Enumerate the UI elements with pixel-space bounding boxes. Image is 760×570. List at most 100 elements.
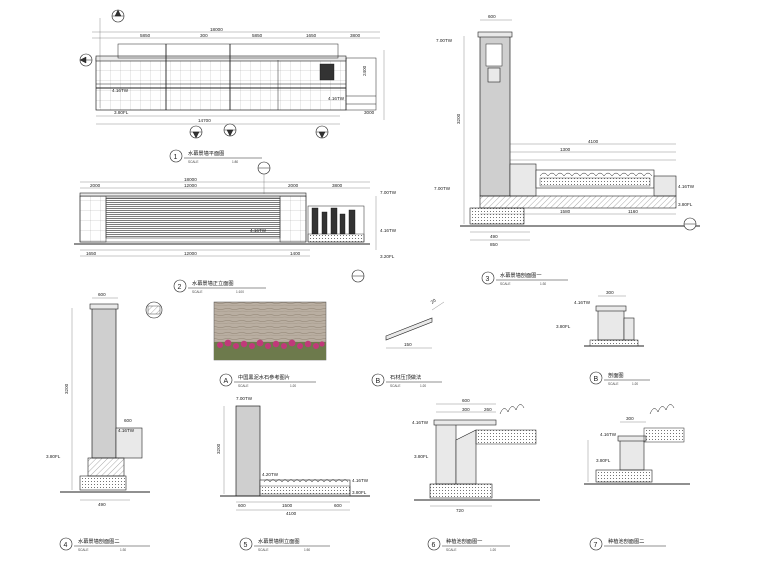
svg-text:1:100: 1:100 <box>236 290 244 294</box>
section-mark-top[interactable] <box>111 9 125 23</box>
elev-dim-2000a: 2000 <box>90 183 101 188</box>
title-view-5: 5 水幕景墙侧立面图 SCALE 1:50 <box>239 537 330 552</box>
plant1-el-fl: 3.80FL <box>414 454 429 459</box>
section-mark-sec1[interactable] <box>683 217 697 231</box>
elev-el-mid-2: 4.16TW <box>250 228 267 233</box>
svg-text:SCALE: SCALE <box>192 290 202 294</box>
svg-text:SCALE: SCALE <box>500 282 510 286</box>
svg-text:水幕景墙平面图: 水幕景墙平面图 <box>188 149 224 157</box>
elev-dim-12000: 12000 <box>184 183 197 188</box>
plant1-dim-720: 720 <box>456 508 464 513</box>
side-el-top: 7.00TW <box>236 396 253 401</box>
plant1-dim-300: 300 <box>462 407 470 412</box>
plant2-dim-300: 300 <box>626 416 634 421</box>
title-view-6: 6 种植池剖面图一 SCALE 1:20 <box>427 537 510 552</box>
side-dim-3200: 3200 <box>216 443 221 454</box>
sec2-dim-490: 490 <box>98 502 106 507</box>
svg-text:SCALE: SCALE <box>238 384 248 388</box>
svg-text:SCALE: SCALE <box>446 548 456 552</box>
svg-text:水幕景墙剖面图一: 水幕景墙剖面图一 <box>500 271 542 279</box>
elev-dim-3800: 3800 <box>332 183 343 188</box>
svg-text:SCALE: SCALE <box>258 548 268 552</box>
view-side-elevation: 7.00TW 3200 600 1500 600 4100 4.20TW 4.1… <box>216 396 370 552</box>
side-dim-1500: 1500 <box>282 503 293 508</box>
svg-text:种植池剖面图一: 种植池剖面图一 <box>446 537 482 545</box>
view-plan: 18000 5850 300 5850 1650 3800 14700 2400… <box>79 9 385 164</box>
svg-text:A: A <box>224 378 229 385</box>
svg-text:1:20: 1:20 <box>420 384 426 388</box>
title-view-1: 1 水幕景墙平面图 SCALE 1:80 <box>169 149 262 164</box>
elev-el-top: 7.00TW <box>380 190 397 195</box>
plant2-el-fl: 3.80FL <box>596 458 611 463</box>
svg-text:石材压顶做法: 石材压顶做法 <box>390 373 421 381</box>
view-planter-section-2: 300 4.16TW 3.80FL 7 种植池剖面图二 <box>584 404 690 551</box>
svg-text:1:20: 1:20 <box>632 382 638 386</box>
svg-text:剖面图: 剖面图 <box>608 371 624 379</box>
plan-dim-3000: 3000 <box>364 110 375 115</box>
svg-text:1:30: 1:30 <box>120 548 126 552</box>
plant1-el-top: 4.16TW <box>412 420 429 425</box>
sec2-el-mid: 4.16TW <box>118 428 135 433</box>
title-view-B1: B 石材压顶做法 SCALE 1:20 <box>371 373 442 388</box>
sec1-dim-850: 850 <box>490 242 498 247</box>
coping-dim-20: 20 <box>430 298 437 305</box>
svg-text:SCALE: SCALE <box>390 384 400 388</box>
view-section-b: 300 4.16TW 3.80FL B 剖面图 SCALE 1:20 <box>556 290 650 386</box>
svg-text:1:20: 1:20 <box>290 384 296 388</box>
planting-1 <box>539 172 653 177</box>
elev-dim-1400: 1400 <box>290 251 301 256</box>
plan-el-1: 4.16TW <box>328 96 345 101</box>
elev-dim-total: 18000 <box>184 177 197 182</box>
section-mark-left[interactable] <box>79 53 93 67</box>
coping-dim-150: 150 <box>404 342 412 347</box>
plant1-dim-top: 600 <box>462 398 470 403</box>
sectB-el-top: 4.16TW <box>574 300 591 305</box>
svg-text:1:80: 1:80 <box>232 160 238 164</box>
sec1-el-r: 4.16TW <box>678 184 695 189</box>
plan-dim-2400: 2400 <box>362 65 367 76</box>
sec1-dim-top: 600 <box>488 14 496 19</box>
plan-dim-total: 18000 <box>210 27 223 32</box>
side-dim-600a: 600 <box>238 503 246 508</box>
section-mark-elev-top[interactable] <box>257 161 271 194</box>
side-el-mid: 4.20TW <box>262 472 279 477</box>
section-mark-elev-right[interactable] <box>351 269 365 283</box>
title-view-7: 7 种植池剖面图二 <box>589 537 666 551</box>
sectB-dim-300: 300 <box>606 290 614 295</box>
section-mark-right[interactable] <box>315 125 329 139</box>
planting-side <box>263 479 349 483</box>
waterfall-feature <box>307 205 365 243</box>
side-dim-600b: 600 <box>334 503 342 508</box>
svg-text:种植池剖面图二: 种植池剖面图二 <box>608 537 644 545</box>
plan-el-1b: 4.16TW <box>112 88 129 93</box>
water-curtain <box>105 197 281 239</box>
view-coping-detail: 150 20 B 石材压顶做法 SCALE 1:20 <box>371 298 445 388</box>
elev-dim-2000b: 2000 <box>288 183 299 188</box>
sec1-el-fl: 3.80FL <box>678 202 693 207</box>
svg-text:水幕景墙正立面图: 水幕景墙正立面图 <box>192 279 234 287</box>
plan-dim-14700: 14700 <box>198 118 211 123</box>
shrub-2 <box>649 404 675 415</box>
section-mark-bottom-2[interactable] <box>223 123 237 137</box>
svg-text:SCALE: SCALE <box>608 382 618 386</box>
sec1-dim-1580: 1580 <box>560 209 571 214</box>
sec1-dim-1160: 1160 <box>628 209 638 214</box>
title-view-A: A 中国黑泥水石参考图片 SCALE 1:20 <box>219 373 316 388</box>
plan-dim-5850b: 5850 <box>252 33 263 38</box>
plan-dim-3800: 3800 <box>350 33 361 38</box>
svg-text:1: 1 <box>174 154 178 161</box>
section-mark-bottom-1[interactable] <box>189 125 203 139</box>
view-planter-section-1: 600 300 260 720 4.16TW 3.80FL 6 种植池剖面图一 … <box>412 398 540 552</box>
side-el-r: 4.16TW <box>352 478 369 483</box>
plan-dim-1650: 1650 <box>306 33 317 38</box>
detail-mark-sec2[interactable] <box>145 301 163 319</box>
flower-bed <box>217 339 325 349</box>
plant2-el-top: 4.16TW <box>600 432 617 437</box>
svg-text:B: B <box>376 378 381 385</box>
title-view-4: 4 水幕景墙剖面图二 SCALE 1:30 <box>59 537 150 552</box>
elev-el-mid: 4.16TW <box>380 228 397 233</box>
elev-el-fl: 3.20FL <box>380 254 395 259</box>
svg-text:6: 6 <box>432 542 436 549</box>
sec1-el-top: 7.00TW <box>436 38 453 43</box>
svg-text:SCALE: SCALE <box>78 548 88 552</box>
